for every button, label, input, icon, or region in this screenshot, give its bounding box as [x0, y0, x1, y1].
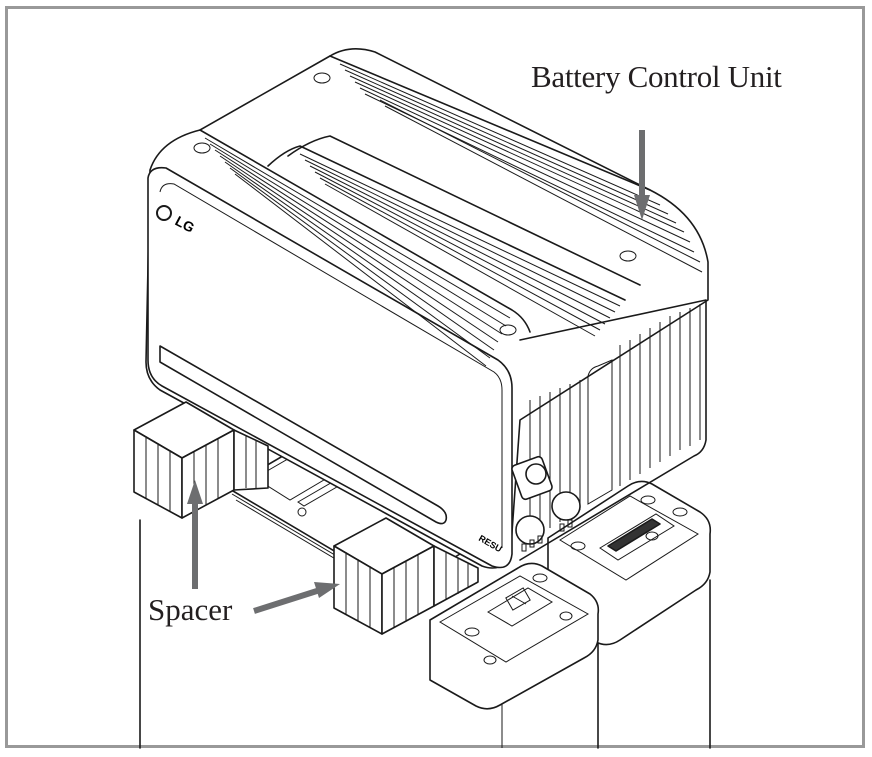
connector-icon: [505, 587, 531, 611]
callout-arrow-spacer-right: [253, 582, 340, 614]
callout-label-battery-control-unit: Battery Control Unit: [531, 59, 782, 94]
battery-top-plate-left: [429, 562, 600, 710]
callout-label-spacer: Spacer: [148, 592, 233, 627]
heatsink-fins: [199, 55, 703, 367]
spacer-left: [133, 401, 269, 519]
side-connector-icon: [511, 455, 581, 552]
battery-control-unit-body: RESU LG: [145, 48, 709, 569]
side-panel: [519, 299, 707, 561]
callout-arrow-spacer-left: [187, 480, 203, 589]
spacer-right: [333, 517, 479, 635]
callout-arrow-battery-control-unit: [634, 130, 650, 220]
